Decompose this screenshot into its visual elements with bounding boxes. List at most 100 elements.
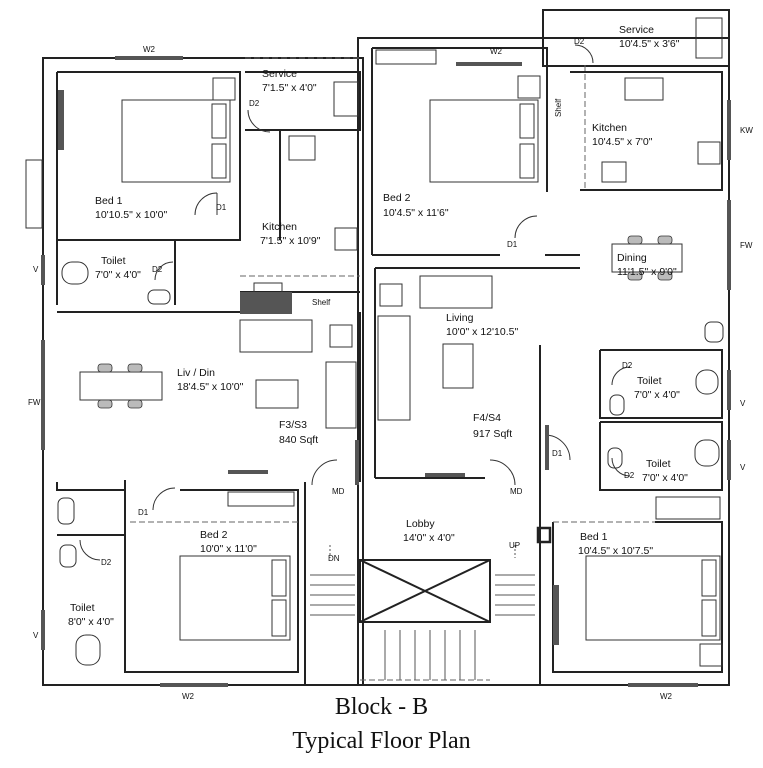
sink-icon [334, 227, 358, 251]
bed-icon [585, 555, 721, 641]
toilet-icon [694, 439, 720, 467]
door-mark-d1: D1 [552, 449, 563, 458]
room-size-bed1-left: 10'10.5" x 10'0" [95, 209, 167, 221]
sofa-icon [239, 319, 313, 353]
door-mark-d2: D2 [624, 471, 635, 480]
washbasin-icon [609, 394, 625, 416]
block-title: Block - B [334, 694, 429, 720]
plan-title: Typical Floor Plan [292, 728, 471, 754]
door-mark-d2: D2 [249, 99, 260, 108]
room-size-service-left: 7'1.5" x 4'0" [262, 82, 317, 94]
room-name-bed2-right: Bed 2 [383, 192, 411, 204]
room-size-bed2-right: 10'4.5" x 11'6" [383, 207, 449, 219]
room-name-toilet-right-2: Toilet [646, 458, 671, 470]
stair-cross [359, 559, 491, 623]
unit-area-right: 917 Sqft [473, 428, 512, 440]
stair-dn-label: DN [328, 554, 340, 563]
room-name-toilet-left-top: Toilet [101, 255, 126, 267]
unit-area-left: 840 Sqft [279, 434, 318, 446]
washing-machine-icon [695, 17, 723, 59]
room-size-service-right: 10'4.5" x 3'6" [619, 38, 680, 50]
window-mark-v: V [740, 463, 746, 472]
wall [56, 482, 125, 491]
wall [599, 349, 723, 419]
sofa-icon [419, 275, 493, 309]
washbasin-icon [607, 447, 623, 469]
room-size-toilet-right-2: 7'0" x 4'0" [642, 472, 688, 484]
sofa-icon [377, 315, 411, 421]
washing-machine-icon [333, 81, 359, 117]
sink-icon [697, 141, 721, 165]
bed-icon [121, 99, 231, 183]
window-mark-w2: W2 [182, 692, 195, 700]
wall [599, 421, 723, 491]
washbasin-icon [57, 497, 75, 525]
sofa-icon [325, 361, 357, 429]
room-size-toilet-left-top: 7'0" x 4'0" [95, 269, 141, 281]
washbasin-icon [704, 321, 724, 343]
service-right-outline [542, 9, 730, 67]
window-mark-w2: W2 [143, 45, 156, 54]
column [536, 526, 552, 544]
window-mark-w2: W2 [660, 692, 673, 700]
fridge-icon [329, 324, 353, 348]
wardrobe-icon [655, 496, 721, 520]
wall [372, 47, 548, 192]
coffee-table-icon [255, 379, 299, 409]
room-name-bed1-left: Bed 1 [95, 195, 123, 207]
door-mark-d1: D1 [216, 203, 227, 212]
room-size-kitchen-left: 7'1.5" x 10'9" [260, 235, 321, 247]
room-name-livdin: Liv / Din [177, 367, 215, 379]
toilet-icon [75, 634, 101, 666]
window-mark-w2: W2 [490, 47, 503, 56]
wall [56, 71, 241, 241]
room-name-toilet-left-bottom: Toilet [70, 602, 95, 614]
room-size-living-right: 10'0" x 12'10.5" [446, 326, 518, 338]
fridge-icon [517, 75, 541, 99]
wardrobe-icon [227, 491, 295, 507]
toilet-icon [61, 261, 89, 285]
door-mark-md: MD [510, 487, 523, 496]
room-size-lobby: 14'0" x 4'0" [403, 532, 455, 544]
room-name-dining-right: Dining [617, 252, 647, 264]
room-size-dining-right: 11'1.5" x 9'0" [617, 266, 677, 278]
right-unit-outline [357, 37, 730, 686]
sink-icon [212, 77, 236, 101]
window-mark-fw: FW [740, 241, 753, 250]
door-mark-d2: D2 [574, 37, 585, 46]
dining-table-icon [611, 243, 683, 273]
bed-icon [429, 99, 539, 183]
window-mark-kw: KW [740, 126, 753, 135]
washbasin-icon [147, 289, 171, 305]
room-name-kitchen-left: Kitchen [262, 221, 297, 233]
window-mark-v: V [33, 265, 39, 274]
unit-name-right: F4/S4 [473, 412, 501, 424]
stove-icon [288, 135, 316, 161]
washbasin-icon [59, 544, 77, 568]
wardrobe-icon [375, 49, 437, 65]
unit-name-left: F3/S3 [279, 419, 307, 431]
stove-icon [624, 77, 664, 101]
bed-icon [179, 555, 291, 641]
room-name-living-right: Living [446, 312, 474, 324]
room-size-toilet-left-bottom: 8'0" x 4'0" [68, 616, 114, 628]
wall [245, 71, 361, 240]
room-name-bed1-right: Bed 1 [580, 531, 608, 543]
room-size-bed2-left: 10'0" x 11'0" [200, 543, 257, 555]
door-mark-d1: D1 [138, 508, 149, 517]
wardrobe-icon [25, 159, 43, 229]
room-name-kitchen-right: Kitchen [592, 122, 627, 134]
room-name-service-right: Service [619, 24, 654, 36]
floor-plan: Bed 1 10'10.5" x 10'0" Service 7'1.5" x … [25, 9, 753, 700]
toilet-icon [695, 369, 719, 395]
fridge-icon [379, 283, 403, 307]
room-name-bed2-left: Bed 2 [200, 529, 228, 541]
window-mark-v: V [740, 399, 746, 408]
room-name-toilet-right-1: Toilet [637, 375, 662, 387]
door-mark-d2: D2 [101, 558, 112, 567]
coffee-table-icon [442, 343, 474, 389]
shelf-label: Shelf [312, 298, 331, 307]
wall [570, 71, 723, 191]
dining-table-icon [79, 371, 163, 401]
room-name-lobby: Lobby [406, 518, 435, 530]
